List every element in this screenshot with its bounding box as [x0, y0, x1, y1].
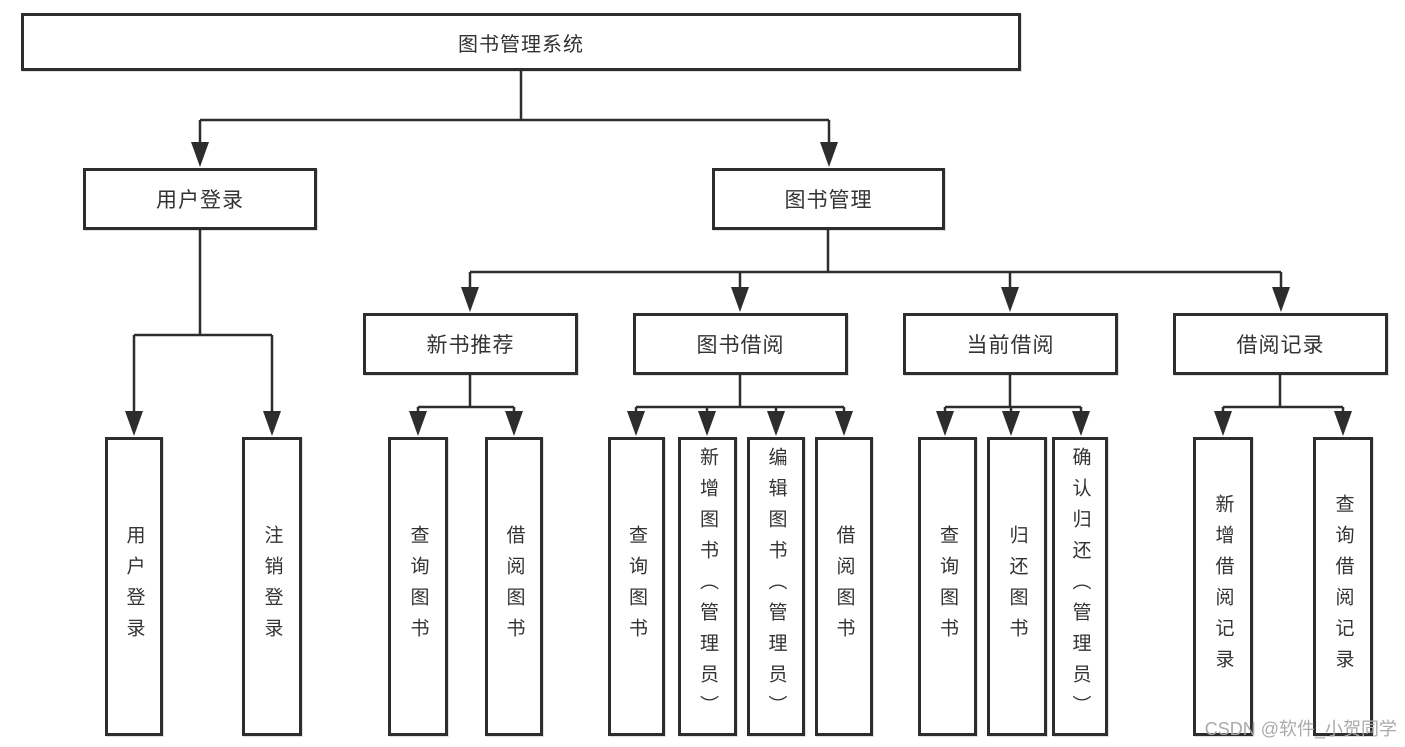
node-leaf-add-books-admin: 新增图书（管理员）: [678, 437, 737, 736]
arrowhead: [125, 411, 143, 436]
arrowhead: [731, 287, 749, 312]
connector-user-login-children: [125, 230, 281, 436]
node-leaf-add-borrow-record: 新增借阅记录: [1193, 437, 1253, 736]
node-book-management: 图书管理: [712, 168, 945, 230]
node-leaf-return-books: 归还图书: [987, 437, 1047, 736]
arrowhead: [820, 142, 838, 167]
node-leaf-query-books-2: 查询图书: [608, 437, 665, 736]
node-leaf-query-books-3: 查询图书: [918, 437, 977, 736]
connector-borrow-records-children: [1214, 375, 1352, 436]
connector-book-management-children: [461, 230, 1290, 312]
node-user-login: 用户登录: [83, 168, 317, 230]
arrowhead: [409, 411, 427, 436]
node-leaf-query-books-1: 查询图书: [388, 437, 448, 736]
arrowhead: [1334, 411, 1352, 436]
node-leaf-query-borrow-record: 查询借阅记录: [1313, 437, 1373, 736]
node-leaf-edit-books-admin: 编辑图书（管理员）: [747, 437, 805, 736]
node-leaf-borrow-books-1: 借阅图书: [485, 437, 543, 736]
connector-book-borrow-children: [627, 375, 853, 436]
arrowhead: [835, 411, 853, 436]
node-current-borrowing: 当前借阅: [903, 313, 1118, 375]
arrowhead: [1072, 411, 1090, 436]
connector-current-borrow-children: [936, 375, 1090, 436]
node-leaf-user-login: 用户登录: [105, 437, 163, 736]
arrowhead: [767, 411, 785, 436]
node-leaf-logout: 注销登录: [242, 437, 302, 736]
arrowhead: [505, 411, 523, 436]
connector-new-book-rec-children: [409, 375, 523, 436]
connector-root-to-level2: [191, 70, 838, 167]
arrowhead: [627, 411, 645, 436]
node-new-book-recommendation: 新书推荐: [363, 313, 578, 375]
arrowhead: [1001, 287, 1019, 312]
arrowhead: [698, 411, 716, 436]
arrowhead: [461, 287, 479, 312]
arrowhead: [1214, 411, 1232, 436]
arrowhead: [1272, 287, 1290, 312]
arrowhead: [1002, 411, 1020, 436]
node-borrowing-records: 借阅记录: [1173, 313, 1388, 375]
node-library-management-system: 图书管理系统: [21, 13, 1021, 71]
arrowhead: [263, 411, 281, 436]
arrowhead: [936, 411, 954, 436]
csdn-watermark: CSDN @软件_小贺同学: [1204, 719, 1397, 739]
node-book-borrowing: 图书借阅: [633, 313, 848, 375]
arrowhead: [191, 142, 209, 167]
node-leaf-confirm-return-admin: 确认归还（管理员）: [1052, 437, 1108, 736]
node-leaf-borrow-books-2: 借阅图书: [815, 437, 873, 736]
